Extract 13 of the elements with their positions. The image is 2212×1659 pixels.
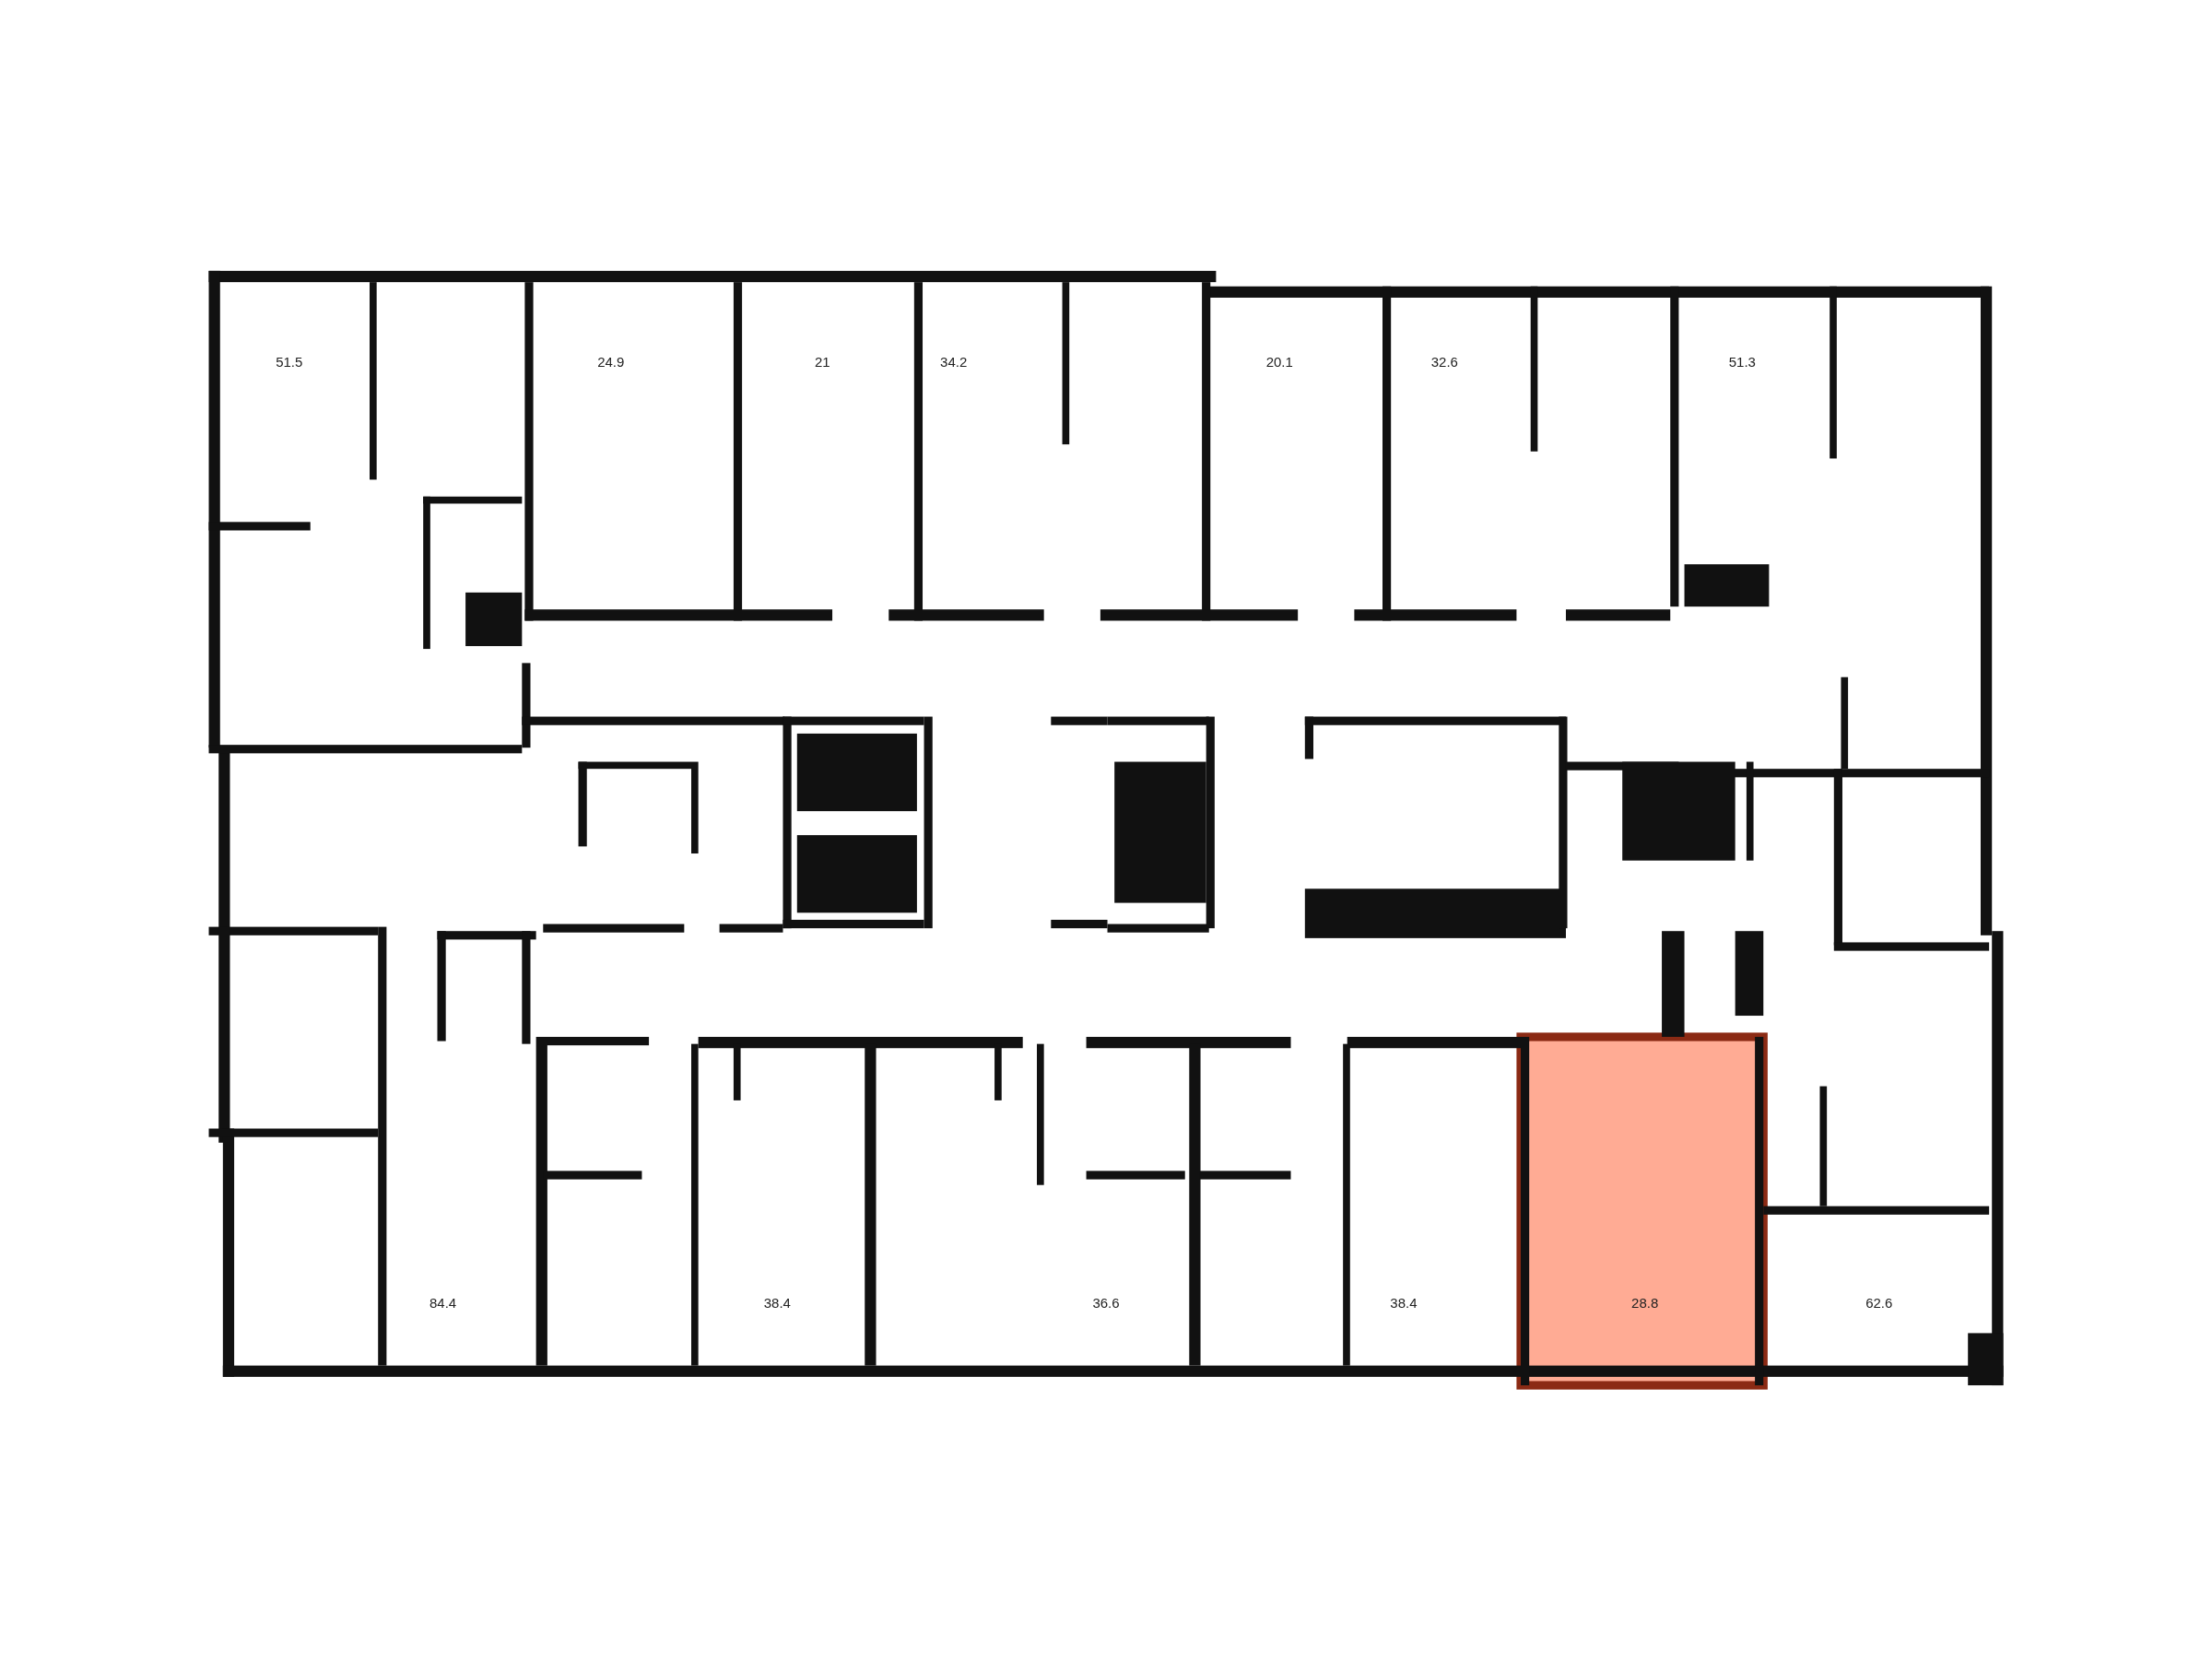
room-area-label: 62.6 — [1865, 1294, 1893, 1311]
room-area-label: 24.9 — [597, 353, 625, 370]
room-area-label: 38.4 — [1390, 1294, 1418, 1311]
room-area-label: 28.8 — [1631, 1294, 1659, 1311]
room-area-label: 84.4 — [429, 1294, 457, 1311]
room-area-label: 32.6 — [1430, 353, 1458, 370]
room-area-label: 36.6 — [1092, 1294, 1120, 1311]
room-area-label: 51.5 — [276, 353, 303, 370]
room-area-label: 34.2 — [940, 353, 968, 370]
room-area-label: 21 — [815, 353, 830, 370]
room-area-label: 51.3 — [1728, 353, 1756, 370]
room-area-label: 38.4 — [763, 1294, 791, 1311]
room-area-label: 20.1 — [1265, 353, 1293, 370]
